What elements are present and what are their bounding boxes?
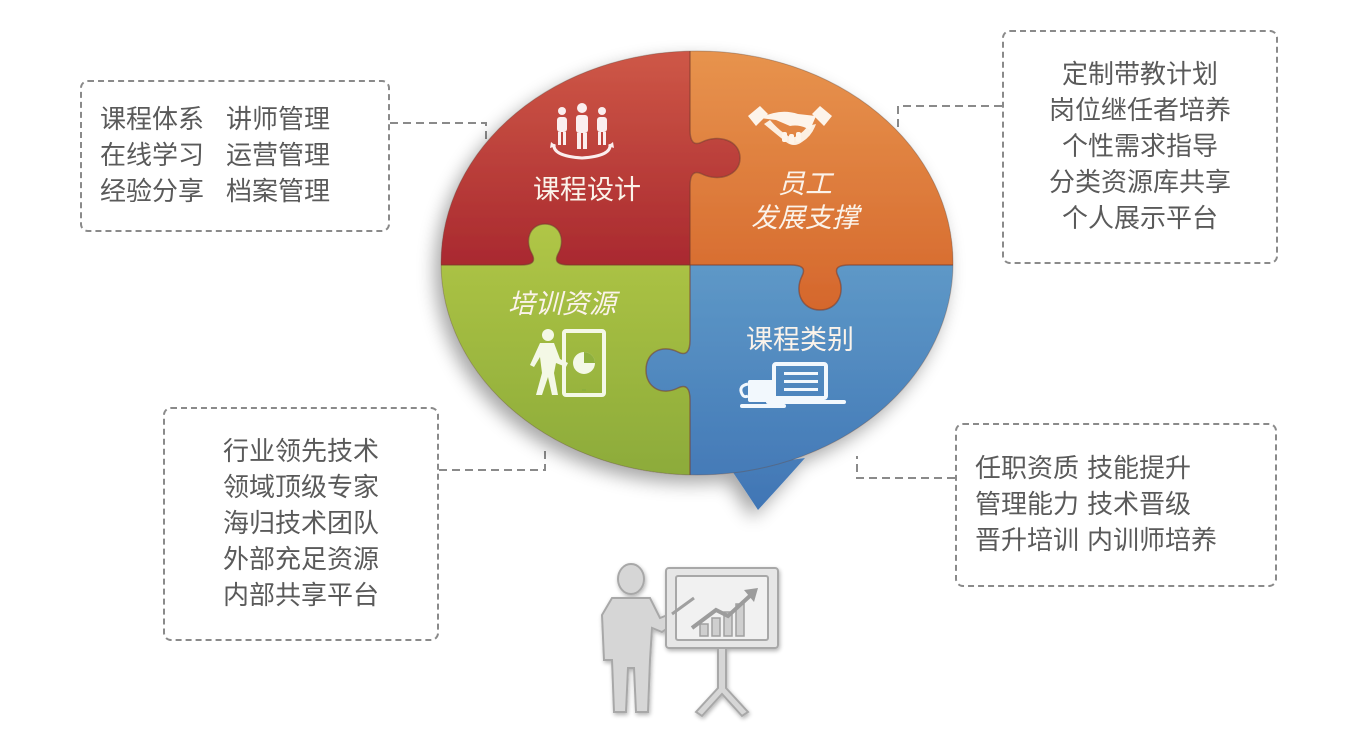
list-text: 技术晋级 [1087,490,1192,520]
list-item: 内部共享平台 [222,581,379,611]
piece-label-course-categories: 课程类别 [746,325,854,356]
list-item: 个性需求指导 [1061,132,1218,162]
connector-top-right [897,105,1002,128]
connector-bottom-right [856,456,955,479]
piece-label-employee-line2: 发展支撑 [751,203,859,234]
list-item: 在线学习运营管理 [100,138,388,174]
team-people-icon [550,103,614,160]
list-text: 管理能力 [975,490,1080,520]
connector-bottom-left [439,448,546,471]
info-box-training-resources: 行业领先技术 领域顶级专家 海归技术团队 外部充足资源 内部共享平台 [163,407,439,641]
list-item: 课程体系讲师管理 [100,102,388,138]
piece-label-employee-development: 员工 发展支撑 [730,168,880,236]
list-text: 经验分享 [100,177,205,207]
list-item: 晋升培训内训师培养 [975,523,1275,559]
connector-lines [390,105,1002,479]
info-box-course-design: 课程体系讲师管理 在线学习运营管理 经验分享档案管理 [80,80,390,232]
list-item: 分类资源库共享 [1048,168,1231,198]
list-item: 任职资质技能提升 [975,451,1275,487]
list-item: 管理能力技术晋级 [975,487,1275,523]
presenter-chart-board-icon [600,563,779,718]
info-box-course-categories: 任职资质技能提升 管理能力技术晋级 晋升培训内训师培养 [955,423,1277,587]
info-box-employee-development: 定制带教计划 岗位继任者培养 个性需求指导 分类资源库共享 个人展示平台 [1002,30,1278,264]
list-item: 领域顶级专家 [222,473,379,503]
piece-label-course-design: 课程设计 [533,175,641,206]
piece-label-training-resources: 培训资源 [508,289,616,320]
piece-label-employee-line1: 员工 [778,169,832,200]
list-text: 运营管理 [226,141,331,171]
list-item: 定制带教计划 [1061,60,1218,90]
list-item: 岗位继任者培养 [1048,96,1231,126]
connector-top-left [390,122,487,140]
coffee-laptop-icon [739,362,846,408]
presenter-tablet-chart-icon [530,329,606,397]
list-text: 课程体系 [100,105,205,135]
handshake-icon [748,106,832,145]
list-text: 技能提升 [1087,454,1192,484]
list-text: 内训师培养 [1087,526,1218,556]
list-text: 档案管理 [226,177,331,207]
list-text: 任职资质 [975,454,1080,484]
list-text: 晋升培训 [975,526,1080,556]
list-item: 行业领先技术 [222,437,379,467]
puzzle-seams [441,51,953,510]
list-text: 在线学习 [100,141,205,171]
list-item: 海归技术团队 [222,509,379,539]
list-item: 个人展示平台 [1061,204,1218,234]
list-item: 外部充足资源 [222,545,379,575]
list-item: 经验分享档案管理 [100,174,388,210]
list-text: 讲师管理 [226,105,331,135]
